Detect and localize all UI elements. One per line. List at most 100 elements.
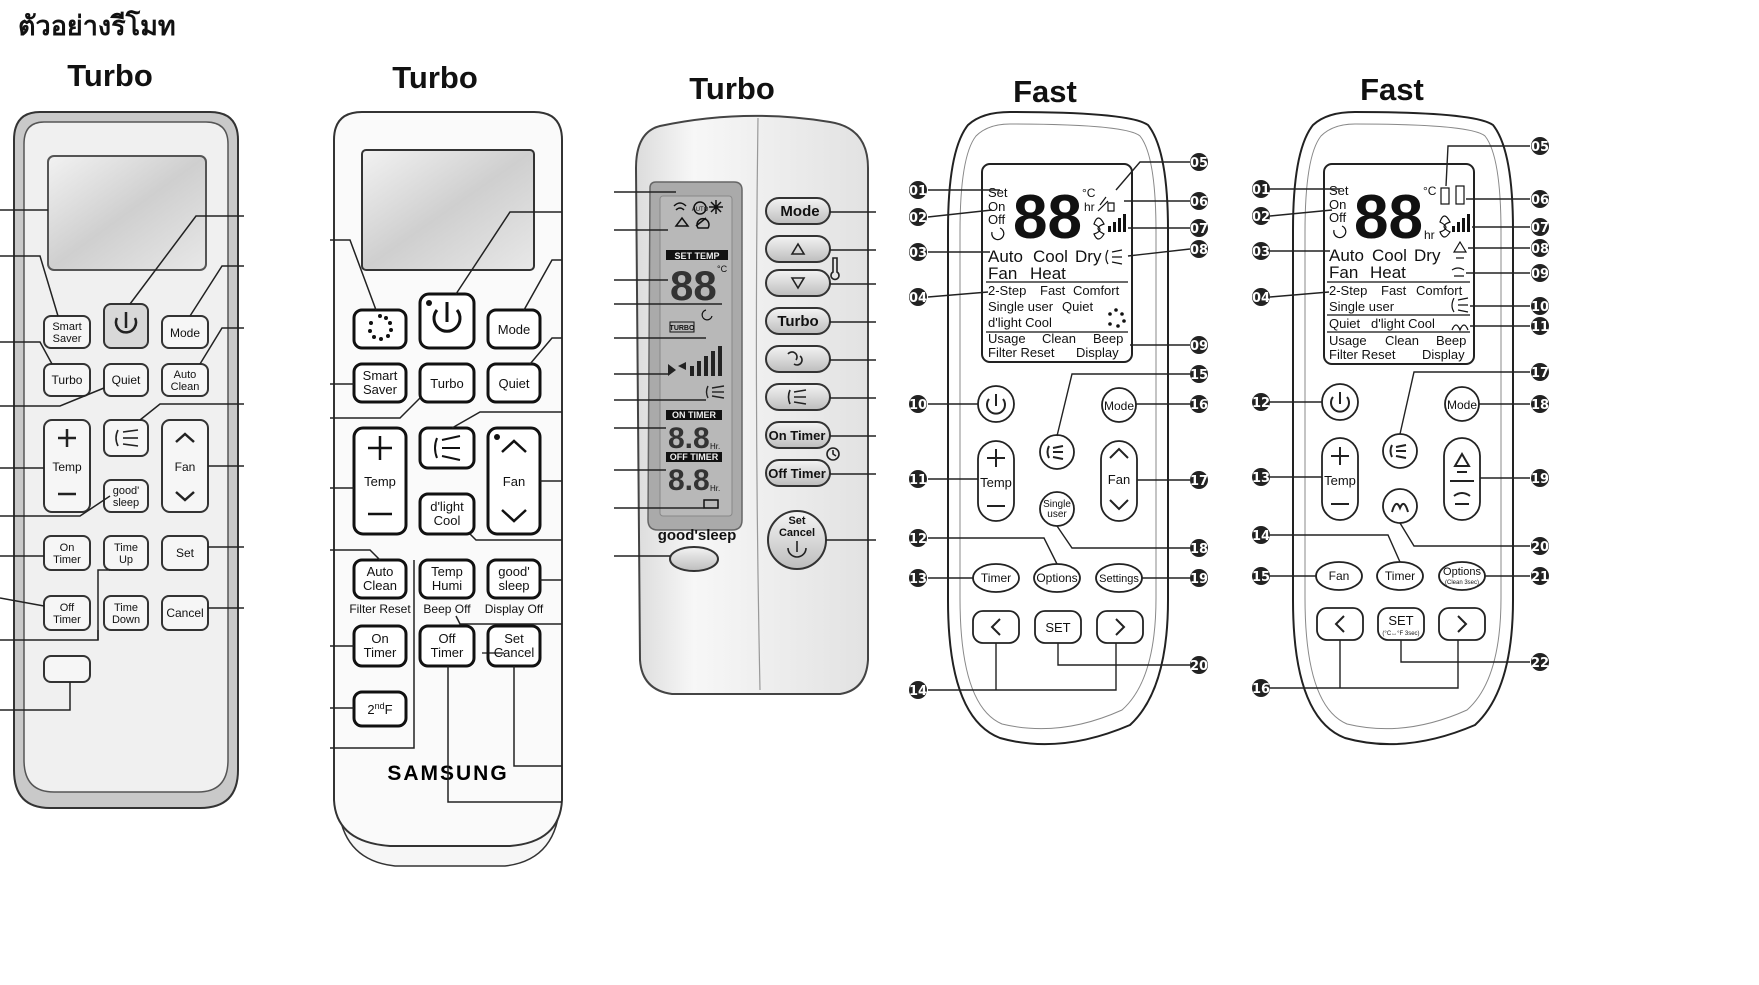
off-timer-hr: Hr. — [710, 484, 720, 493]
r4-callout-09: 09 — [1190, 339, 1208, 354]
dots-icon — [368, 314, 393, 341]
r5-quiet: Quiet — [1329, 316, 1360, 331]
remote-2-fan-button[interactable]: Fan — [503, 474, 525, 489]
r4-callout-03: 03 — [909, 246, 927, 261]
r5-callout-18: 18 — [1531, 398, 1549, 413]
r4-mode-button[interactable]: Mode — [1104, 399, 1134, 413]
triangle-up-icon — [790, 242, 806, 255]
remote-1-on-timer-line1[interactable]: On — [60, 542, 75, 554]
r5-callout-20: 20 — [1531, 540, 1549, 555]
r5-mode-button[interactable]: Mode — [1447, 398, 1477, 412]
r5-cool: Cool — [1372, 246, 1407, 265]
remote-1-time-up-line1[interactable]: Time — [114, 542, 138, 554]
r5-options-button[interactable]: Options — [1443, 566, 1481, 578]
r5-heat: Heat — [1370, 263, 1406, 282]
power-icon — [986, 398, 1006, 415]
remote-1-temp-button[interactable]: Temp — [52, 460, 82, 474]
swing-icon — [434, 435, 461, 461]
remote-3-mode-button[interactable] — [765, 197, 831, 225]
r5-fan-button[interactable]: Fan — [1329, 569, 1350, 583]
set-temp-label: SET TEMP — [674, 251, 719, 261]
remote-2-title: Turbo — [392, 60, 478, 95]
wind-icon — [1451, 267, 1465, 277]
remote-1: Smart Saver Mode Turbo Quiet Auto Clean … — [0, 111, 244, 809]
battery-icon — [703, 499, 719, 509]
remote-1-good-sleep-line1[interactable]: good' — [113, 485, 140, 497]
r4-hr: hr — [1084, 200, 1095, 214]
r4-filter-reset: Filter Reset — [988, 345, 1055, 360]
wind-icon — [1453, 492, 1471, 505]
remote-1-auto-clean-line2: Clean — [171, 381, 200, 393]
r4-timer-button[interactable]: Timer — [981, 571, 1011, 585]
remote-2-temp-button[interactable]: Temp — [364, 474, 396, 489]
r5-timer-button[interactable]: Timer — [1385, 569, 1415, 583]
r5-callout-06: 06 — [1531, 193, 1549, 208]
swing-small-icon — [705, 385, 725, 399]
remote-3-fan-button[interactable] — [765, 345, 831, 373]
r4-callout-20: 20 — [1190, 659, 1208, 674]
remote-1-mode-button[interactable]: Mode — [170, 326, 200, 340]
remote-2-turbo-button[interactable]: Turbo — [430, 376, 463, 391]
remote-3-turbo-button[interactable] — [765, 307, 831, 335]
remote-3-temp-down-button[interactable] — [765, 269, 831, 297]
remote-2-auto-clean-line1[interactable]: Auto — [367, 564, 394, 579]
remote-2-smart-saver-line1[interactable]: Smart — [363, 368, 398, 383]
remote-2-dlight-line1[interactable]: d'light — [430, 499, 464, 514]
r4-callout-01: 01 — [909, 184, 927, 199]
remote-5-title: Fast — [1360, 72, 1424, 107]
r4-quiet: Quiet — [1062, 299, 1093, 314]
remote-1-time-down-line1[interactable]: Time — [114, 602, 138, 614]
remote-2-mode-button[interactable]: Mode — [498, 322, 531, 337]
remote-2-quiet-button[interactable]: Quiet — [498, 376, 529, 391]
remote-2-off-timer-line1[interactable]: Off — [438, 631, 455, 646]
remote-1-fan-button[interactable]: Fan — [175, 460, 196, 474]
remote-3-temp-up-button[interactable] — [765, 235, 831, 263]
chevron-up-icon — [501, 439, 527, 453]
snow-icon — [709, 200, 723, 214]
power-icon — [1330, 396, 1350, 413]
r5-on: On — [1329, 197, 1346, 212]
r5-set-button[interactable]: SET — [1388, 613, 1413, 628]
fan-small-icon — [695, 217, 710, 229]
remote-2-set-cancel-line1[interactable]: Set — [504, 631, 524, 646]
r5-comfort: Comfort — [1416, 283, 1463, 298]
clock-icon — [826, 447, 840, 461]
r4-single-user-line1[interactable]: Single — [1043, 499, 1071, 510]
remote-3-on-timer-button[interactable] — [765, 421, 831, 449]
remote-1-turbo-button[interactable]: Turbo — [52, 373, 83, 387]
remote-1-auto-clean-line1[interactable]: Auto — [174, 369, 197, 381]
r4-callout-10: 10 — [909, 398, 927, 413]
remote-1-cancel-button[interactable]: Cancel — [166, 606, 203, 620]
r4-fast: Fast — [1040, 283, 1066, 298]
r4-auto: Auto — [988, 247, 1023, 266]
remote-1-time-up-line2: Up — [119, 554, 133, 566]
chevron-left-icon — [990, 618, 1001, 636]
r4-temp-button[interactable]: Temp — [980, 475, 1012, 490]
r4-settings-button[interactable]: Settings — [1099, 573, 1139, 585]
r4-options-button[interactable]: Options — [1036, 571, 1077, 585]
page-heading: ตัวอย่างรีโมท — [18, 11, 176, 42]
r5-callout-05: 05 — [1531, 140, 1549, 155]
r4-set-button[interactable]: SET — [1045, 620, 1070, 635]
remote-1-smart-saver-line1[interactable]: Smart — [52, 321, 81, 333]
r5-temp-button[interactable]: Temp — [1324, 473, 1356, 488]
r5-filter-reset: Filter Reset — [1329, 347, 1396, 362]
r5-beep: Beep — [1436, 333, 1466, 348]
r5-callout-09: 09 — [1531, 267, 1549, 282]
r4-fan-button[interactable]: Fan — [1108, 472, 1130, 487]
remote-3-off-timer-button[interactable] — [765, 459, 831, 487]
r4-clean: Clean — [1042, 331, 1076, 346]
swing-icon — [787, 389, 807, 405]
remote-2-good-sleep-line1[interactable]: good' — [498, 564, 529, 579]
r5-callout-17: 17 — [1531, 366, 1549, 381]
remote-2-on-timer-line1[interactable]: On — [371, 631, 388, 646]
remote-1-quiet-button[interactable]: Quiet — [112, 373, 141, 387]
remote-2-temp-humi-line1[interactable]: Temp — [431, 564, 463, 579]
tree-icon — [1452, 240, 1468, 259]
remote-1-set-button[interactable]: Set — [176, 546, 195, 560]
remote-1-off-timer-line1[interactable]: Off — [60, 602, 75, 614]
r4-cool: Cool — [1033, 247, 1068, 266]
r4-dry: Dry — [1075, 247, 1102, 266]
remote-3-good-sleep-button[interactable] — [669, 546, 719, 572]
remote-2-2ndf-button[interactable]: 2ndF — [367, 701, 392, 717]
